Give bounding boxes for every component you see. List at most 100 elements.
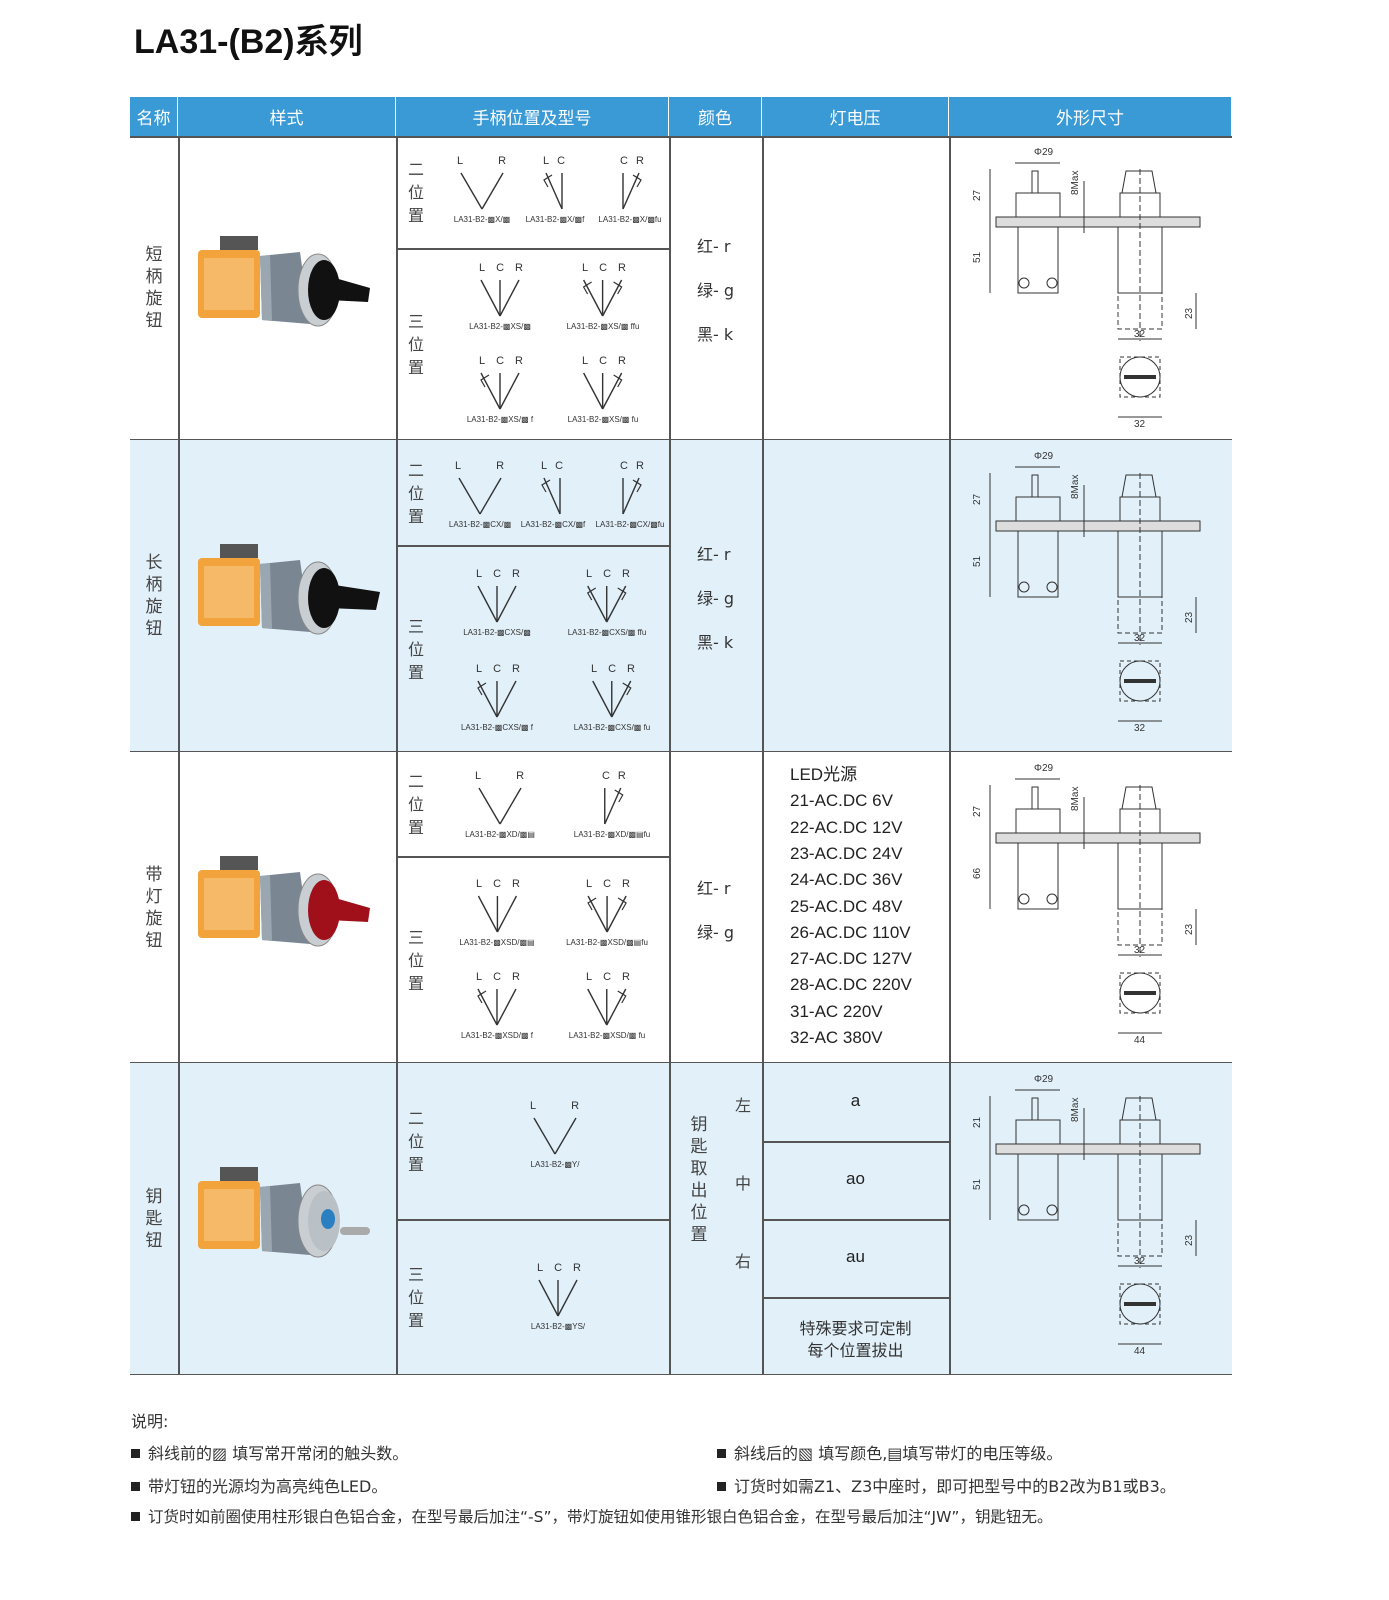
svg-text:23: 23 — [1184, 923, 1195, 935]
switch-position-symbol — [480, 372, 520, 410]
product-photo — [190, 1159, 390, 1279]
key-code: a — [850, 1091, 861, 1110]
switch-position-symbol — [622, 477, 642, 515]
switch-diagram: CR LA31-B2-▩XD/▩▤fu — [574, 770, 650, 839]
model-number: LA31-B2-▩X/▩ — [453, 215, 511, 224]
switch-position-symbol — [533, 1117, 577, 1155]
model-number: LA31-B2-▩XD/▩▤ — [465, 830, 535, 839]
product-photo — [190, 848, 390, 968]
divider — [762, 1141, 949, 1143]
note-item: 订货时如前圈使用柱形银白色铝合金，在型号最后加注“-S”，带灯旋钮如使用锥形银白… — [131, 1505, 1052, 1527]
switch-symbol: LCR — [462, 568, 532, 626]
switch-diagram: LCR LA31-B2-▩XS/▩ — [465, 262, 535, 331]
switch-position-symbol — [480, 279, 520, 317]
color-option: 绿- g — [697, 923, 735, 942]
column-header: 颜色 — [669, 97, 762, 136]
svg-text:32: 32 — [1134, 945, 1146, 956]
switch-symbol: LR — [465, 770, 535, 828]
voltage-option: 31-AC 220V — [790, 1001, 883, 1021]
column-header: 名称 — [130, 97, 178, 136]
model-number: LA31-B2-▩XS/▩ ffu — [566, 322, 640, 331]
column-divider — [762, 136, 764, 1375]
column-divider — [949, 136, 951, 1375]
svg-text:32: 32 — [1134, 329, 1146, 340]
color-option: 黑- k — [697, 633, 734, 652]
note-item: 斜线后的▧ 填写颜色,▤填写带灯的电压等级。 — [717, 1440, 1062, 1464]
svg-text:23: 23 — [1184, 307, 1195, 319]
switch-symbol: LCR — [572, 878, 642, 936]
switch-symbol: LCR — [465, 262, 535, 320]
position-group-label: 二位置 — [408, 1109, 425, 1174]
dimension-svg: Φ29 27 51 8Max 23 32 32 — [972, 451, 1201, 734]
voltage-option: 28-AC.DC 220V — [790, 975, 912, 995]
position-labels: LCR — [479, 262, 535, 274]
voltage-option: 25-AC.DC 48V — [790, 896, 903, 916]
svg-text:44: 44 — [1134, 1346, 1146, 1357]
switch-diagram: LR LA31-B2-▩XD/▩▤ — [465, 770, 535, 839]
switch-symbol: LR — [447, 155, 517, 213]
switch-symbol: LCR — [572, 568, 642, 626]
note-text: 订货时如需Z1、Z3中座时，即可把型号中的B2改为B1或B3。 — [734, 1477, 1176, 1496]
model-number: LA31-B2-▩CX/▩ — [448, 520, 512, 529]
switch-symbol: CR — [577, 770, 647, 828]
switch-position-symbol — [583, 372, 623, 410]
product-name: 短柄旋钮 — [145, 245, 163, 331]
position-labels: LCR — [476, 663, 532, 675]
position-labels: LCR — [476, 568, 532, 580]
position-labels: LC — [541, 460, 572, 472]
svg-text:44: 44 — [1134, 1035, 1146, 1046]
color-option: 红- r — [697, 237, 731, 256]
switch-symbol: LCR — [465, 355, 535, 413]
position-group-label: 二位置 — [408, 460, 425, 526]
svg-text:27: 27 — [972, 189, 983, 201]
position-labels: LCR — [537, 1262, 593, 1274]
divider — [396, 856, 669, 858]
switch-symbol: LCR — [462, 663, 532, 721]
product-name: 长柄旋钮 — [145, 553, 163, 639]
switch-diagram: LR LA31-B2-▩X/▩ — [447, 155, 517, 224]
model-number: LA31-B2-▩X/▩f — [525, 215, 585, 224]
position-group-label: 三位置 — [408, 1265, 425, 1330]
switch-position-symbol — [587, 988, 627, 1026]
position-labels: LCR — [476, 878, 532, 890]
note-text: 带灯钮的光源均为高亮纯色LED。 — [148, 1477, 388, 1496]
switch-symbol: CR — [595, 460, 665, 518]
note-item: 带灯钮的光源均为高亮纯色LED。 — [131, 1473, 387, 1497]
voltage-option: 27-AC.DC 127V — [790, 949, 912, 969]
svg-text:27: 27 — [972, 493, 983, 505]
color-option: 红- r — [697, 879, 731, 898]
position-group-label: 三位置 — [408, 927, 425, 993]
svg-text:8Max: 8Max — [1070, 171, 1081, 195]
svg-text:Φ29: Φ29 — [1034, 763, 1054, 774]
key-removal-label: 钥匙取出位置 — [690, 1115, 708, 1245]
switch-position-symbol — [541, 477, 561, 515]
model-number: LA31-B2-▩XD/▩▤fu — [573, 830, 651, 839]
position-labels: LCR — [585, 878, 642, 890]
column-divider — [178, 136, 180, 1375]
dimension-drawing: Φ29 27 51 8Max 23 32 32 — [960, 141, 1220, 441]
column-divider — [396, 136, 398, 1375]
svg-text:51: 51 — [972, 555, 983, 567]
switch-position-symbol — [477, 585, 517, 623]
column-header: 样式 — [178, 97, 396, 136]
column-header: 灯电压 — [762, 97, 949, 136]
voltage-option: 23-AC.DC 24V — [790, 843, 903, 863]
svg-text:23: 23 — [1184, 611, 1195, 623]
product-image — [198, 1167, 370, 1258]
position-group-label: 三位置 — [408, 616, 425, 682]
position-group-label: 三位置 — [408, 312, 425, 377]
dimension-drawing: Φ29 27 66 8Max 23 32 44 — [960, 757, 1220, 1057]
note-item: 订货时如需Z1、Z3中座时，即可把型号中的B2改为B1或B3。 — [717, 1473, 1176, 1497]
switch-position-symbol — [587, 585, 627, 623]
key-position: 右 — [735, 1252, 752, 1271]
divider — [396, 545, 669, 547]
product-image — [198, 544, 380, 635]
model-number: LA31-B2-▩XS/▩ — [469, 322, 531, 331]
position-labels: LCR — [581, 355, 638, 367]
svg-text:32: 32 — [1134, 1256, 1146, 1267]
